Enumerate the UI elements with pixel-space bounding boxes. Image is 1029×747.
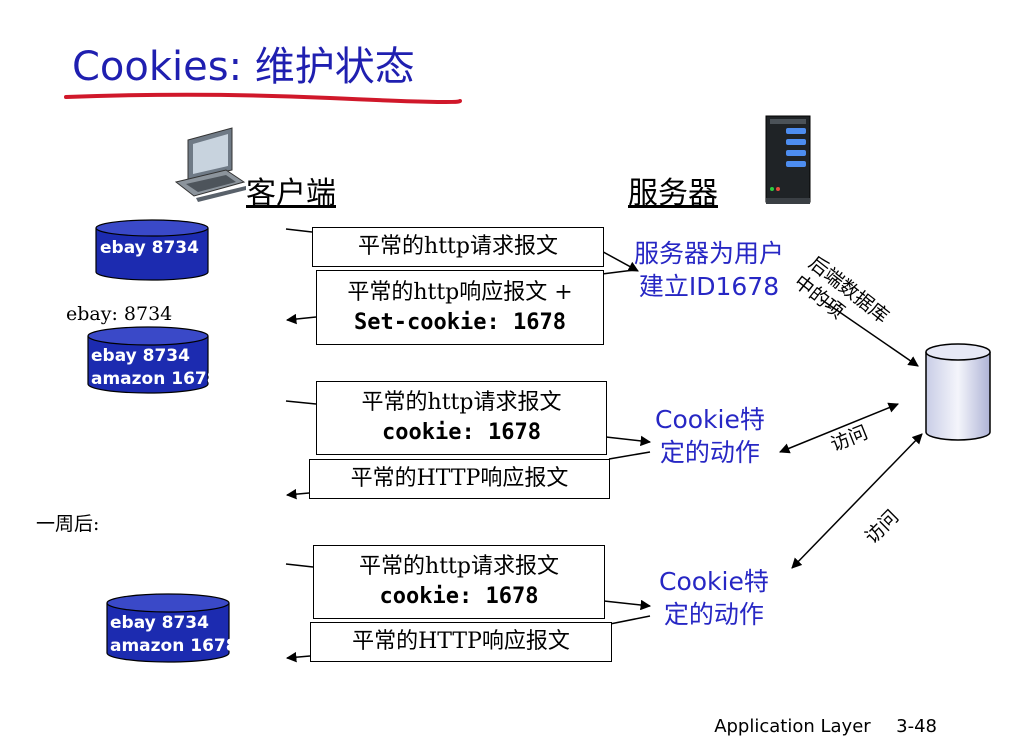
title-underline <box>64 92 462 104</box>
footer-page-number: 3-48 <box>896 716 937 737</box>
req3-lead <box>285 563 314 568</box>
cookie-action-note-1: Cookie特 定的动作 <box>655 405 765 467</box>
request-message-1: 平常的http请求报文 <box>312 227 604 267</box>
request-message-2: 平常的http请求报文 cookie: 1678 <box>316 381 607 455</box>
week-later-label: 一周后: <box>36 513 100 535</box>
slide-footer: Application Layer 3-48 <box>714 716 937 737</box>
cookie-file-3-text: ebay 8734 amazon 1678 <box>110 613 238 656</box>
response-message-2: 平常的HTTP响应报文 <box>309 459 610 499</box>
response-message-1: 平常的http响应报文 + Set-cookie: 1678 <box>316 270 604 345</box>
cookie-file-2-text: ebay 8734 amazon 1678 <box>91 346 219 389</box>
access2-arrow <box>791 433 923 569</box>
server-tower-icon <box>765 115 811 204</box>
desktop-computer-icon <box>174 127 246 202</box>
req3-arrow <box>603 599 652 611</box>
cookie-action-note-2: Cookie特 定的动作 <box>659 567 769 629</box>
cookie-file-cylinder-1 <box>95 219 209 281</box>
req2-lead <box>285 400 317 405</box>
resp3-lead <box>609 615 651 625</box>
req2-arrow <box>605 435 652 447</box>
backend-entry-arrow <box>821 299 919 367</box>
cookie-file-1-text: ebay 8734 <box>100 238 199 258</box>
title-chinese: 维护状态 <box>254 44 415 90</box>
cookie-file-cylinder-2 <box>87 326 209 394</box>
request-message-3: 平常的http请求报文 cookie: 1678 <box>313 545 605 619</box>
cookie-file-cylinder-3 <box>106 593 230 663</box>
response-message-3: 平常的HTTP响应报文 <box>310 622 612 662</box>
server-create-id-note: 服务器为用户 建立ID1678 <box>634 239 785 301</box>
resp2-lead <box>608 451 651 460</box>
server-header: 服务器 <box>628 176 718 211</box>
resp1-lead <box>601 269 635 275</box>
backend-database-cylinder <box>925 343 991 441</box>
req1-lead <box>285 228 313 233</box>
ebay-label: ebay: 8734 <box>66 303 173 325</box>
page-title: Cookies: 维护状态 <box>72 34 415 92</box>
client-header: 客户端 <box>246 176 336 211</box>
footer-section: Application Layer <box>714 716 871 737</box>
resp1-arrow <box>285 313 317 325</box>
resp2-arrow <box>285 488 310 500</box>
title-latin: Cookies: <box>72 44 243 90</box>
resp3-arrow <box>285 651 311 663</box>
